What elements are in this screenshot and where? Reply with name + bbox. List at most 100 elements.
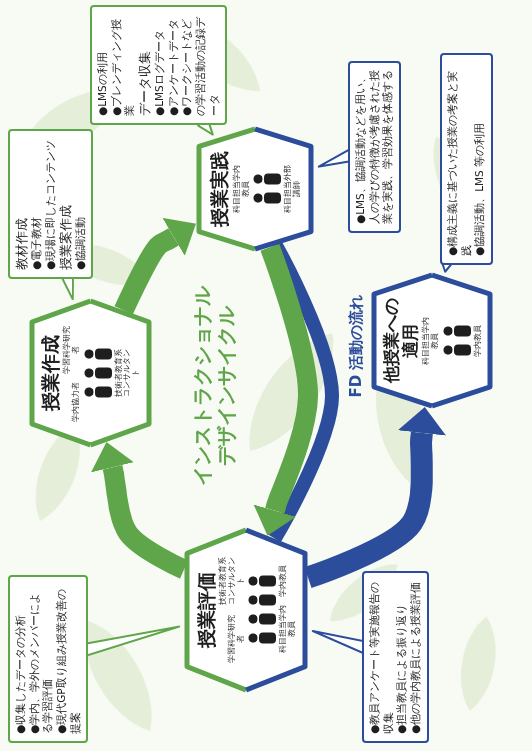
- callout-box: ●LMSの利用●ブレンディング授業データ収集●LMSログデータ●アンケートデータ…: [90, 5, 227, 125]
- person-body: [95, 368, 112, 379]
- role-row: 科目担当学内教員学内教員: [279, 565, 296, 655]
- person-head: [254, 175, 263, 184]
- person-icon: [84, 366, 112, 380]
- callout-item: ●現代GP取り組み授業改善の提案: [55, 584, 82, 734]
- icon-row: [253, 173, 281, 206]
- person-icon: [248, 594, 276, 608]
- role-label: 学習科学研究者: [228, 613, 245, 665]
- callout-box: ●LMS、協調活動などを用い、人の学びの特徴が考慮された授業を実践、学習効果を体…: [348, 61, 401, 233]
- person-icon: [84, 385, 112, 399]
- hexagon-border: [32, 301, 91, 445]
- hexagon-border: [90, 301, 149, 445]
- hexagon-border: [199, 129, 255, 249]
- callout-item: ●LMSの利用: [96, 14, 110, 116]
- cycle-label: インストラクショナル デザインサイクル: [190, 279, 238, 494]
- callout-item: ●アンケートデータ: [167, 14, 181, 116]
- icon-row: [84, 347, 112, 399]
- stage-hexagon: 授業評価学習科学研究者 技術者教育系コンサルタント 科目担当学内教員学内教員: [184, 527, 308, 693]
- callout-box: ●構成主義に基づいた授業の考案と実践●協調活動、LMS 等の利用: [440, 53, 493, 265]
- person-head: [249, 577, 258, 586]
- callout-item: ●他の学内教員による授業評価: [409, 580, 423, 734]
- role-row: 技術者教育系コンサルタント: [115, 347, 141, 399]
- hexagon-fill: [199, 129, 311, 249]
- cycle-arrow: [124, 237, 174, 310]
- person-body: [259, 595, 276, 606]
- icon-row: [443, 325, 471, 358]
- person-body: [264, 193, 281, 204]
- person-head: [443, 346, 452, 355]
- person-head: [249, 596, 258, 605]
- callout-item: ●LMS、協調活動などを用い、人の学びの特徴が考慮された授業を実践、学習効果を体…: [354, 70, 395, 224]
- leaf: [454, 614, 503, 714]
- stage-hexagon: 授業作成学内協力者学習科学研究者 技術者教育系コンサルタント: [29, 298, 152, 448]
- stage-title: 他授業への適用: [382, 296, 419, 386]
- role-label: 科目担当学内教員: [279, 603, 296, 655]
- person-icon: [84, 347, 112, 361]
- hexagon-content: 授業実践科目担当学内教員 科目担当外部講師: [209, 151, 301, 227]
- person-head: [84, 368, 93, 377]
- role-label: 技術者教育系コンサルタント: [115, 347, 141, 399]
- cycle-arrow: [112, 467, 184, 569]
- person-icon: [248, 575, 276, 589]
- callout-item: ●担当教員による振り返り: [395, 580, 409, 734]
- callout-heading: 教材作成: [14, 138, 30, 270]
- callout-item: ●ブレンディング授業: [110, 14, 137, 116]
- callout-item: ●学内、学外のメンバーによる学習評価: [28, 584, 55, 734]
- person-icon: [248, 632, 276, 646]
- hexagon-border: [246, 530, 305, 690]
- person-body: [259, 633, 276, 644]
- hexagon-fill: [374, 276, 490, 407]
- stage-title: 授業評価: [196, 572, 217, 648]
- callout-box: ●収集したデータの分析●学内、学外のメンバーによる学習評価●現代GP取り組み授業…: [8, 575, 88, 743]
- person-body: [259, 614, 276, 625]
- person-body: [95, 349, 112, 360]
- cycle-label: FD 活動の流れ: [347, 295, 365, 398]
- person-head: [84, 387, 93, 396]
- hexagon-fill: [187, 530, 305, 690]
- role-row: 学内教員: [474, 325, 483, 357]
- callout-box: ●教員アンケート等実施報告の収集●担当教員による振り返り●他の学内教員による授業…: [362, 571, 429, 743]
- role-row: 学内協力者学習科学研究者: [63, 324, 80, 422]
- person-body: [454, 326, 471, 337]
- callout-item: ●構成主義に基づいた授業の考案と実践: [446, 62, 473, 256]
- callout-item: ●ワークシートなどの学習活動の記録データ: [180, 14, 221, 116]
- callout-item: ●LMSログデータ: [153, 14, 167, 116]
- person-icon: [443, 325, 471, 339]
- role-label: 科目担当学内教員: [422, 315, 439, 367]
- hexagon-content: 他授業への適用科目担当学内教員 学内教員: [382, 296, 482, 386]
- callout-heading: 授業案作成: [58, 138, 74, 270]
- stage-title: 授業作成: [40, 335, 61, 411]
- person-icon: [253, 173, 281, 187]
- icon-row: [248, 575, 276, 646]
- role-label: 学内協力者: [72, 382, 81, 422]
- role-label: 技術者教育系コンサルタント: [219, 555, 245, 607]
- person-head: [249, 615, 258, 624]
- hexagon-border: [255, 129, 311, 249]
- hexagon-border: [432, 276, 490, 407]
- role-label: 科目担当学内教員: [233, 163, 250, 215]
- callout-box: 教材作成●電子教材●現場に即したコンテンツ授業案作成●協調活動: [8, 129, 93, 279]
- person-icon: [248, 613, 276, 627]
- callout-item: ●教員アンケート等実施報告の収集: [368, 580, 395, 734]
- stage-title: 授業実践: [209, 151, 230, 227]
- hexagon-fill: [32, 301, 149, 445]
- stage-hexagon: 他授業への適用科目担当学内教員 学内教員: [371, 273, 493, 410]
- person-head: [249, 634, 258, 643]
- person-body: [259, 576, 276, 587]
- person-icon: [443, 344, 471, 358]
- role-row: 科目担当外部講師: [284, 163, 301, 215]
- role-label: 学内教員: [474, 325, 483, 357]
- callout-tail: [313, 631, 368, 653]
- person-body: [454, 345, 471, 356]
- callout-heading: データ収集: [137, 14, 153, 116]
- person-head: [443, 327, 452, 336]
- role-row: 学習科学研究者 技術者教育系コンサルタント: [219, 555, 245, 665]
- person-head: [254, 194, 263, 203]
- person-body: [95, 387, 112, 398]
- callout-item: ●電子教材: [30, 138, 44, 270]
- callout-item: ●現場に即したコンテンツ: [44, 138, 58, 270]
- stage-hexagon: 授業実践科目担当学内教員 科目担当外部講師: [196, 126, 314, 252]
